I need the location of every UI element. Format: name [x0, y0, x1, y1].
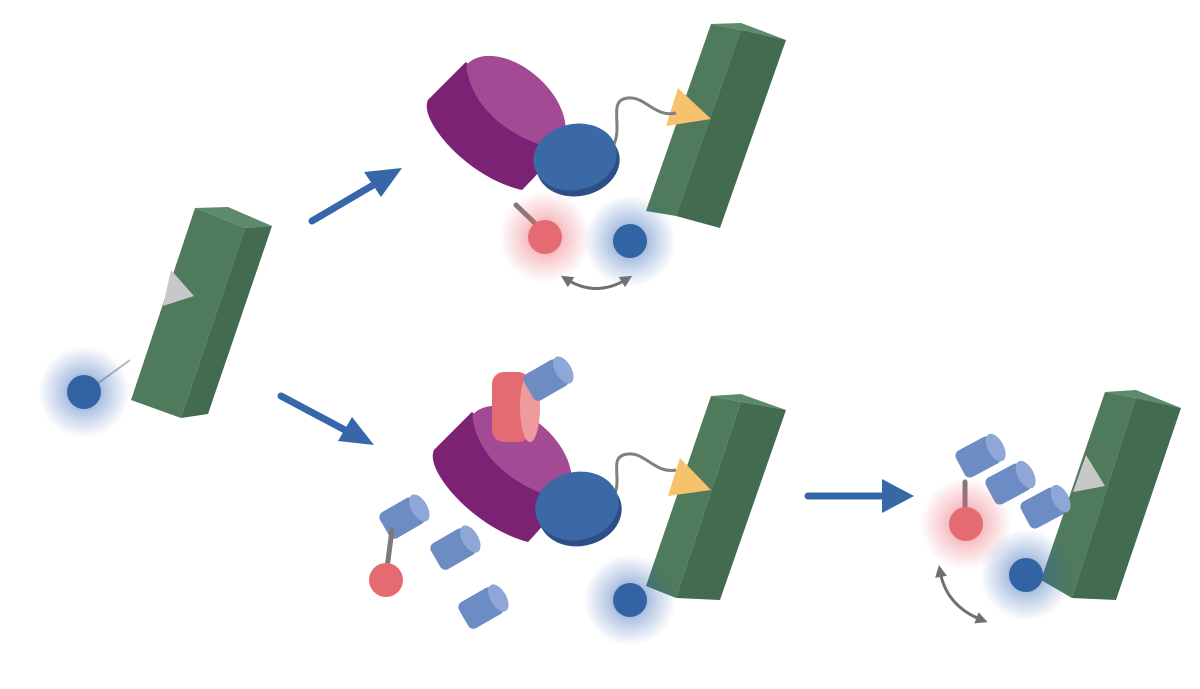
blue-oval-icon: [533, 123, 620, 197]
yellow-triangle-icon: [666, 88, 711, 126]
red-fluorophore-icon: [528, 220, 562, 254]
initial-block-group: [38, 207, 272, 438]
yellow-triangle-icon: [668, 458, 711, 496]
tether-line: [610, 96, 677, 149]
blue-fluorophore-icon: [613, 224, 647, 258]
double-curved-arrow-icon: [935, 565, 988, 624]
blue-fluorophore-icon: [67, 375, 101, 409]
double-curved-arrow-icon: [560, 275, 633, 290]
red-fluorophore-icon: [949, 507, 983, 541]
tether-line: [610, 452, 677, 501]
blue-fluorophore-icon: [1009, 558, 1043, 592]
notch-icon: [163, 270, 194, 306]
bottom-complex-group: [369, 356, 786, 646]
purple-cylinder-icon: [432, 405, 572, 542]
flow-arrow-up-icon: [308, 168, 402, 225]
red-fluorophore-icon: [369, 563, 403, 597]
purple-cylinder-icon: [426, 55, 566, 190]
green-prism-icon: [1041, 390, 1181, 600]
green-prism-icon: [646, 394, 786, 600]
flow-arrow-down-icon: [277, 392, 374, 445]
small-blue-cylinder-icon: [955, 433, 1006, 478]
blue-fluorophore-icon: [613, 583, 647, 617]
green-prism-icon: [131, 207, 272, 418]
small-blue-cylinder-icon: [523, 356, 574, 401]
result-complex-group: [920, 390, 1181, 624]
small-blue-cylinder-icon: [1020, 484, 1071, 529]
top-complex-group: [426, 23, 786, 290]
tether-line: [384, 527, 395, 571]
small-blue-cylinder-icon: [458, 584, 509, 629]
blue-oval-icon: [535, 471, 622, 547]
notch-icon: [1073, 455, 1105, 492]
small-blue-cylinder-icon: [430, 525, 481, 570]
small-blue-cylinder-icon: [379, 494, 430, 539]
flow-arrow-right-icon: [804, 479, 914, 513]
